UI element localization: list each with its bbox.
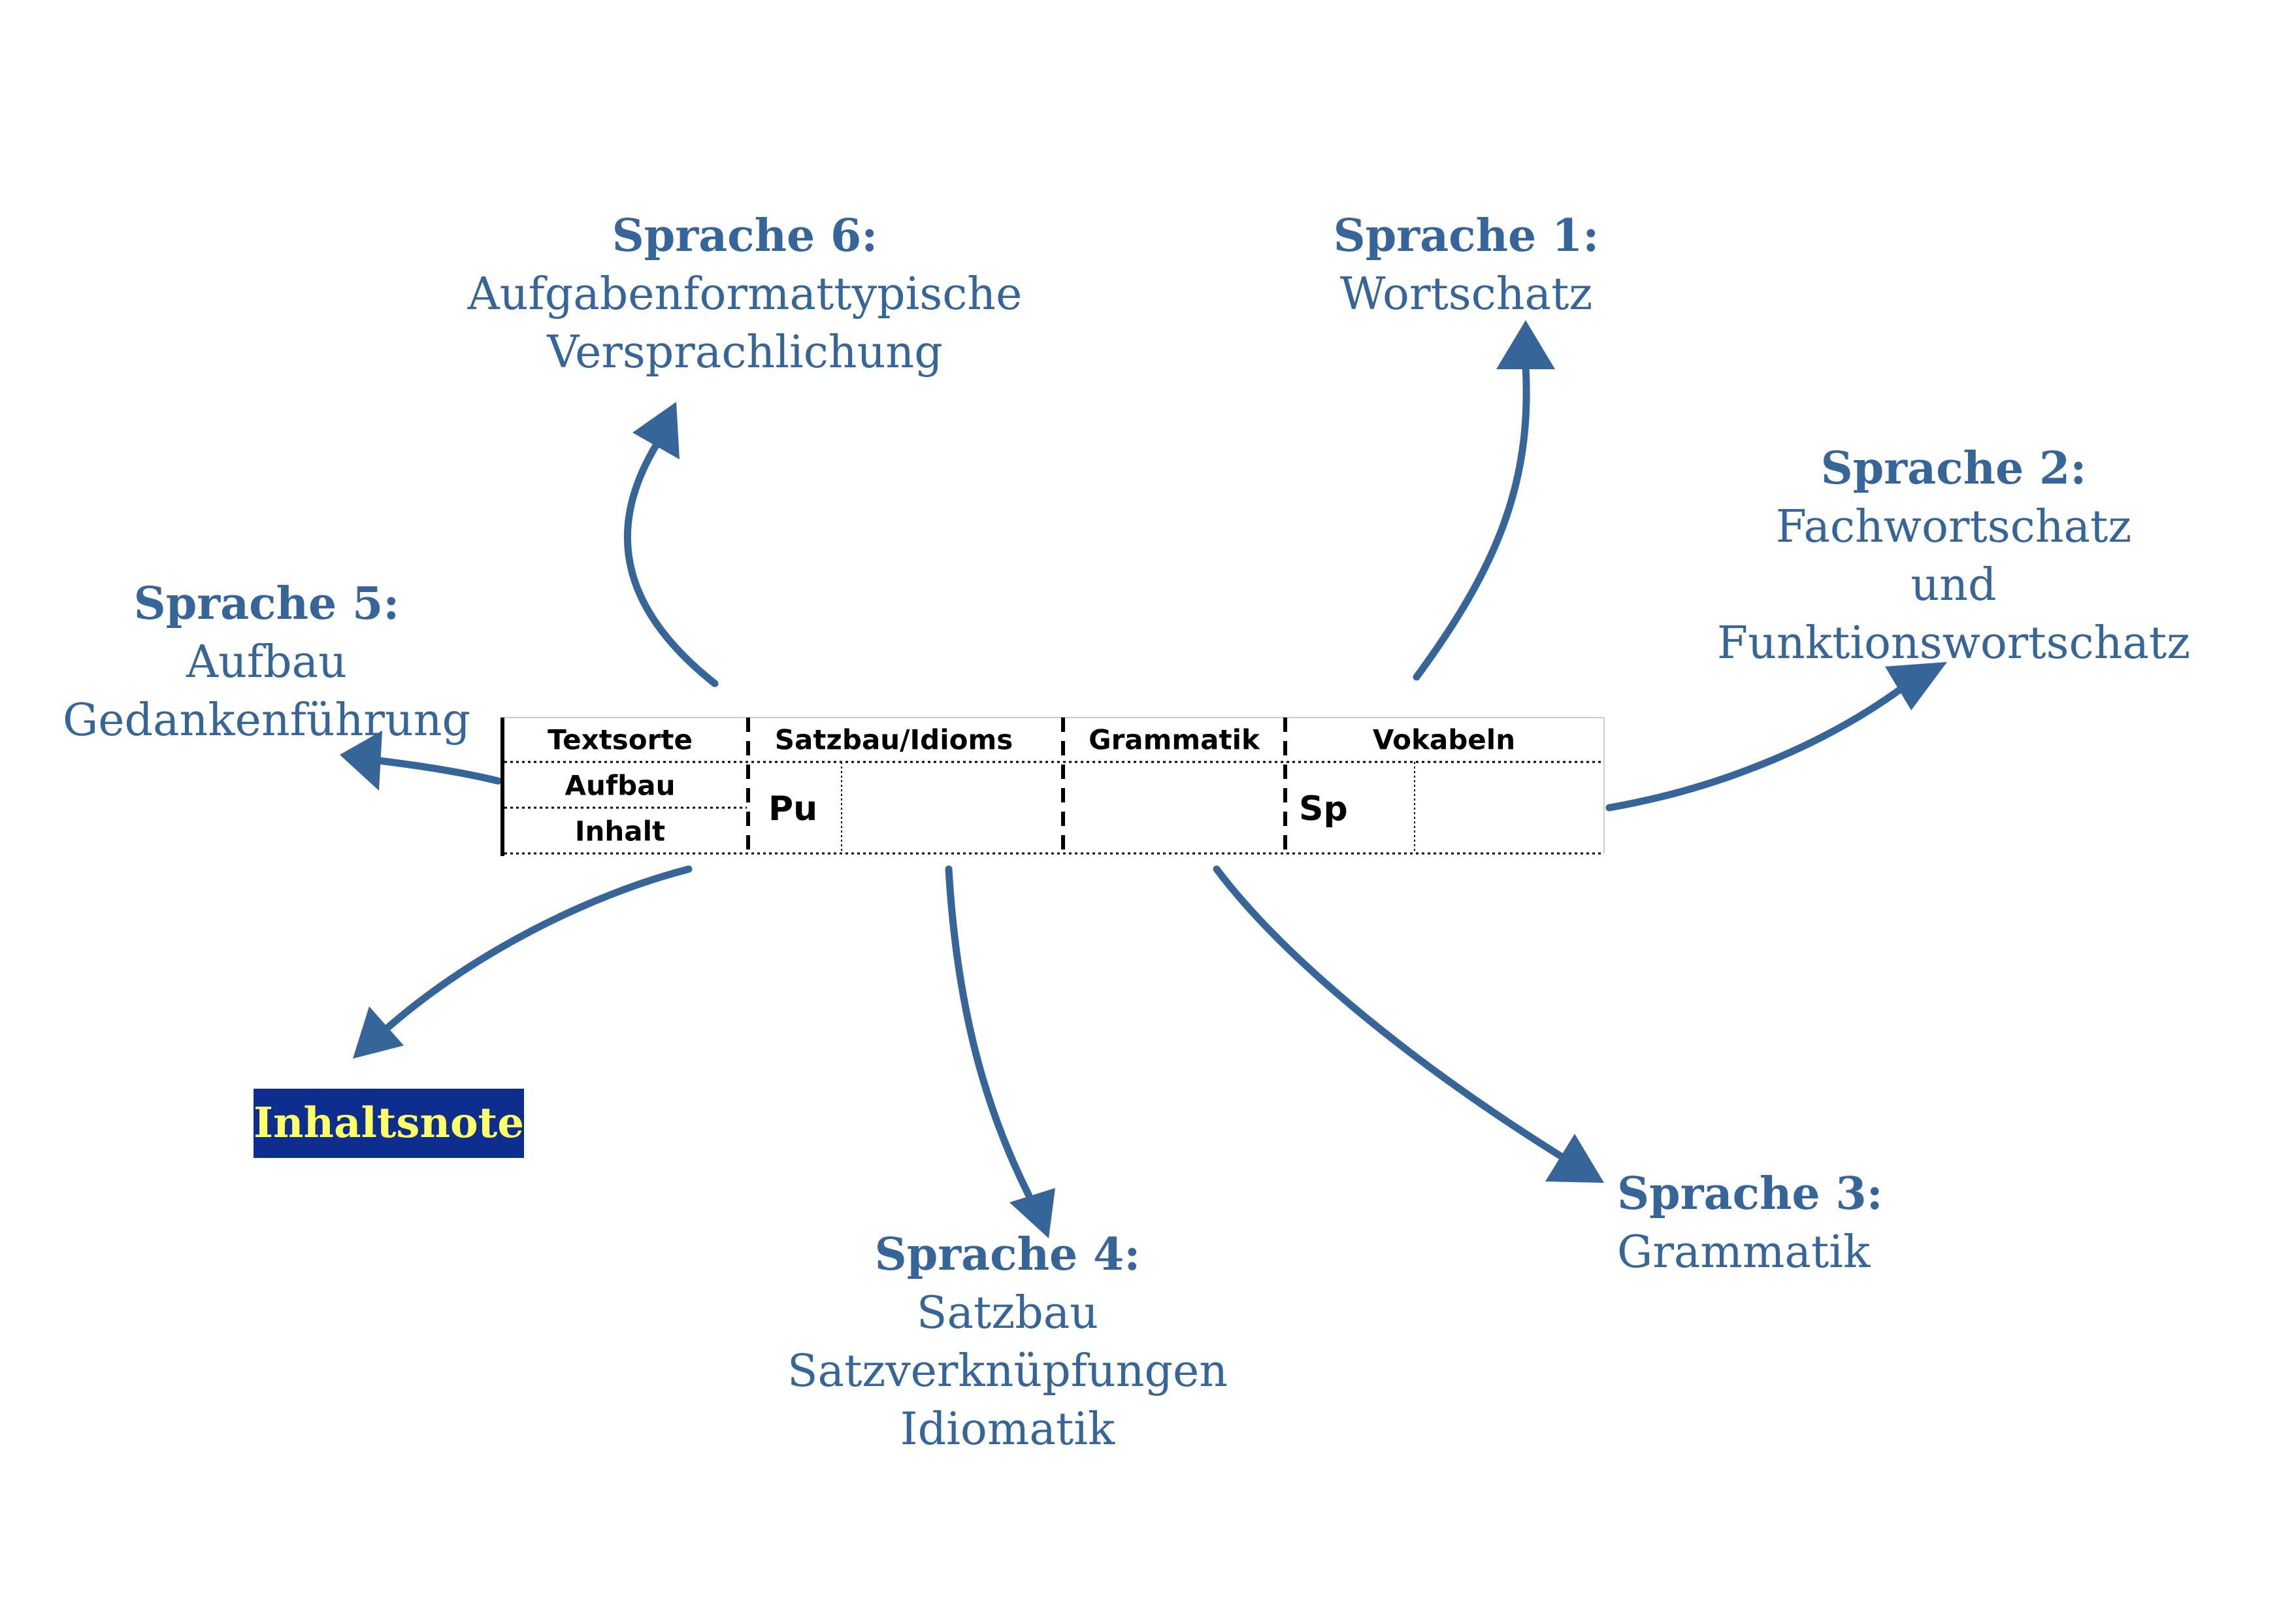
arrowhead-sprache-2: [1885, 662, 1947, 710]
label-sprache-5: Sprache 5: Aufbau Gedankenführung: [63, 575, 470, 750]
header-satzbau-idioms: Satzbau/Idioms: [774, 723, 1013, 756]
sprache-1-title: Sprache 1:: [1333, 210, 1599, 262]
sprache-2-line: und: [1911, 559, 1997, 611]
arrowhead-sprache-4: [1009, 1188, 1055, 1238]
arrowhead-inhaltsnote: [353, 1006, 404, 1059]
label-sprache-4: Sprache 4: Satzbau Satzverknüpfungen Idi…: [787, 1226, 1228, 1459]
row-inhalt: Inhalt: [574, 815, 666, 848]
code-pu: Pu: [768, 789, 818, 829]
header-grammatik: Grammatik: [1089, 723, 1260, 756]
label-sprache-2: Sprache 2: Fachwortschatz und Funktionsw…: [1717, 440, 2190, 672]
sprache-2-title: Sprache 2:: [1820, 442, 2087, 495]
arrow-to-sprache-3: [1213, 865, 1566, 1161]
header-vokabeln: Vokabeln: [1372, 723, 1516, 756]
sprache-4-title: Sprache 4:: [874, 1229, 1141, 1281]
sprache-6-line: Versprachlichung: [547, 327, 943, 378]
arrow-to-sprache-4: [945, 865, 1033, 1200]
sprache-2-line: Funktionswortschatz: [1716, 618, 2191, 669]
sprache-5-title: Sprache 5:: [133, 578, 400, 630]
label-sprache-3: Sprache 3: Grammatik: [1617, 1165, 1883, 1281]
arrow-to-sprache-2: [1605, 682, 1909, 812]
arrowhead-sprache-6: [632, 402, 680, 459]
sprache-5-line: Aufbau: [186, 636, 347, 688]
inhaltsnote-badge: Inhaltsnote: [254, 1089, 524, 1158]
sprache-4-line: Satzverknüpfungen: [787, 1346, 1228, 1397]
code-sp: Sp: [1299, 789, 1348, 829]
label-sprache-1: Sprache 1: Wortschatz: [1334, 207, 1599, 323]
arrowhead-sprache-3: [1545, 1134, 1604, 1183]
sprache-5-line: Gedankenführung: [62, 695, 471, 746]
sprache-6-line: Aufgabenformattypische: [467, 269, 1023, 320]
sprache-3-line: Grammatik: [1617, 1227, 1871, 1278]
arrow-to-sprache-1: [1413, 362, 1530, 681]
header-textsorte: Textsorte: [548, 723, 693, 756]
arrow-to-inhaltsnote: [378, 865, 693, 1036]
sprache-4-line: Satzbau: [916, 1287, 1099, 1339]
sprache-2-line: Fachwortschatz: [1775, 501, 2132, 553]
arrowhead-sprache-5: [340, 731, 382, 791]
sprache-6-title: Sprache 6:: [612, 210, 878, 262]
sprache-4-line: Idiomatik: [900, 1404, 1115, 1455]
sprache-3-title: Sprache 3:: [1617, 1168, 1883, 1220]
sprache-1-line: Wortschatz: [1339, 269, 1593, 320]
arrow-to-sprache-5: [370, 756, 502, 785]
arrowhead-sprache-1: [1496, 320, 1555, 369]
label-sprache-6: Sprache 6: Aufgabenformattypische Verspr…: [468, 207, 1023, 382]
arrow-to-sprache-6: [623, 440, 719, 687]
row-aufbau: Aufbau: [565, 769, 676, 802]
